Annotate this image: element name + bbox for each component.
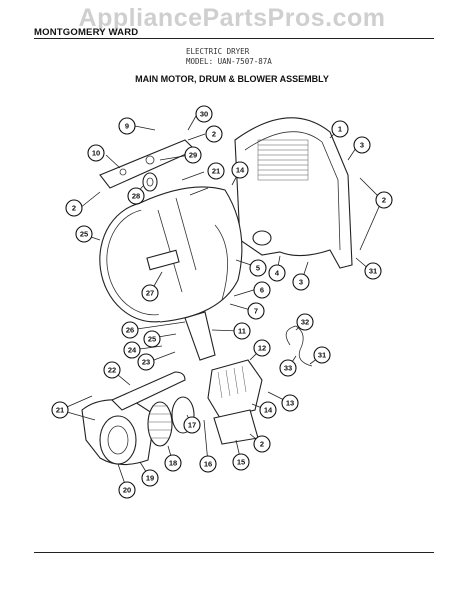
motor-mount bbox=[184, 311, 216, 361]
callout: 13 bbox=[281, 394, 299, 412]
callout: 2 bbox=[205, 125, 223, 143]
callout: 22 bbox=[103, 361, 121, 379]
callout: 3 bbox=[292, 273, 310, 291]
callout: 12 bbox=[253, 339, 271, 357]
callout: 14 bbox=[259, 401, 277, 419]
callout-label: 18 bbox=[169, 459, 177, 468]
callout-label: 3 bbox=[360, 141, 364, 150]
callout-label: 5 bbox=[256, 264, 260, 273]
callout-label: 7 bbox=[254, 307, 258, 316]
callout-label: 9 bbox=[125, 122, 129, 131]
callout: 21 bbox=[51, 401, 69, 419]
callout-label: 27 bbox=[146, 289, 154, 298]
callout: 18 bbox=[164, 454, 182, 472]
footer-rule bbox=[34, 552, 434, 553]
callout: 25 bbox=[143, 330, 161, 348]
callout: 9 bbox=[118, 117, 136, 135]
callout: 16 bbox=[199, 455, 217, 473]
callout-label: 24 bbox=[128, 346, 137, 355]
callout-label: 10 bbox=[92, 149, 100, 158]
callout: 30 bbox=[195, 105, 213, 123]
callout-label: 15 bbox=[237, 458, 245, 467]
callout-label: 25 bbox=[148, 335, 156, 344]
callout-label: 33 bbox=[284, 364, 292, 373]
drive-motor bbox=[207, 359, 263, 445]
callout-label: 31 bbox=[318, 351, 326, 360]
callout-label: 26 bbox=[126, 326, 134, 335]
blower-housing bbox=[81, 399, 156, 466]
callout-label: 2 bbox=[212, 130, 216, 139]
callout-label: 21 bbox=[212, 167, 220, 176]
callout: 32 bbox=[296, 313, 314, 331]
header-rule bbox=[34, 38, 434, 39]
callout: 21 bbox=[207, 162, 225, 180]
callout-label: 28 bbox=[132, 192, 140, 201]
callout: 14 bbox=[231, 161, 249, 179]
drum bbox=[99, 186, 243, 323]
callout: 17 bbox=[183, 416, 201, 434]
callout-label: 1 bbox=[338, 125, 342, 134]
callout: 10 bbox=[87, 144, 105, 162]
callout-label: 25 bbox=[80, 230, 88, 239]
callout: 3 bbox=[353, 136, 371, 154]
callout-label: 12 bbox=[258, 344, 266, 353]
callout-label: 4 bbox=[275, 269, 280, 278]
diagram-title: MAIN MOTOR, DRUM & BLOWER ASSEMBLY bbox=[135, 74, 329, 84]
callout: 33 bbox=[279, 359, 297, 377]
callout: 6 bbox=[253, 281, 271, 299]
callout-label: 30 bbox=[200, 110, 208, 119]
callout: 25 bbox=[75, 225, 93, 243]
callout-label: 13 bbox=[286, 399, 294, 408]
watermark-text: AppliancePartsPros.com bbox=[78, 4, 386, 32]
callout: 7 bbox=[247, 302, 265, 320]
callout: 31 bbox=[313, 346, 331, 364]
callout-label: 17 bbox=[188, 421, 196, 430]
callout-label: 22 bbox=[108, 366, 116, 375]
callout-label: 11 bbox=[238, 327, 246, 336]
callout: 2 bbox=[253, 435, 271, 453]
callout-label: 32 bbox=[301, 318, 309, 327]
callout-label: 20 bbox=[123, 486, 131, 495]
callout: 29 bbox=[184, 146, 202, 164]
callout-label: 2 bbox=[260, 440, 264, 449]
rear-bulkhead bbox=[234, 117, 353, 269]
callout: 24 bbox=[123, 341, 141, 359]
callout-label: 29 bbox=[189, 151, 197, 160]
callout: 2 bbox=[65, 199, 83, 217]
callout-label: 14 bbox=[264, 406, 273, 415]
callout-label: 16 bbox=[204, 460, 212, 469]
callout-label: 19 bbox=[146, 474, 154, 483]
callout-label: 6 bbox=[260, 286, 264, 295]
callout-label: 2 bbox=[382, 196, 386, 205]
callout: 1 bbox=[331, 120, 349, 138]
callout: 28 bbox=[127, 187, 145, 205]
callout-label: 31 bbox=[369, 267, 377, 276]
callout: 26 bbox=[121, 321, 139, 339]
drive-belt bbox=[214, 224, 228, 301]
product-line-label: ELECTRIC DRYER bbox=[186, 47, 250, 56]
callout: 4 bbox=[268, 264, 286, 282]
brand-label: MONTGOMERY WARD bbox=[34, 27, 139, 38]
callout: 2 bbox=[375, 191, 393, 209]
model-label: MODEL: UAN-7507-87A bbox=[186, 57, 272, 66]
callout-label: 2 bbox=[72, 204, 76, 213]
idler-pulley bbox=[142, 172, 158, 192]
callout-label: 21 bbox=[56, 406, 64, 415]
callout: 19 bbox=[141, 469, 159, 487]
callout: 27 bbox=[141, 284, 159, 302]
callout-label: 23 bbox=[142, 358, 150, 367]
duct-tube bbox=[111, 371, 186, 411]
callout: 15 bbox=[232, 453, 250, 471]
callout-label: 14 bbox=[236, 166, 245, 175]
callout-label: 3 bbox=[299, 278, 303, 287]
harness-wire bbox=[285, 325, 313, 367]
callout: 5 bbox=[249, 259, 267, 277]
callout: 31 bbox=[364, 262, 382, 280]
callout: 11 bbox=[233, 322, 251, 340]
callout: 20 bbox=[118, 481, 136, 499]
blower-wheel bbox=[147, 401, 173, 447]
callout: 23 bbox=[137, 353, 155, 371]
